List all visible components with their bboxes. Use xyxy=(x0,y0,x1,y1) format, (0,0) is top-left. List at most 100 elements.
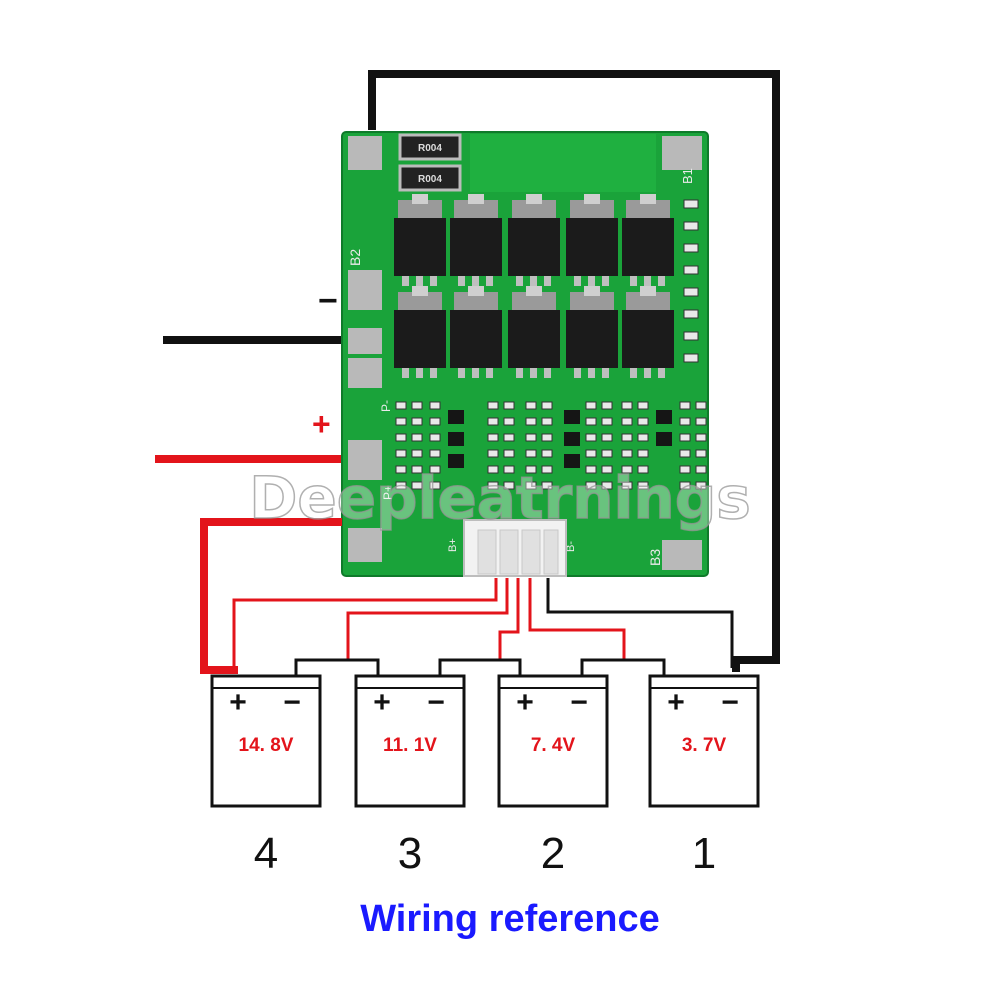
smd-part xyxy=(525,449,537,458)
pad-p-plus xyxy=(348,440,382,480)
smd-ic xyxy=(564,432,580,446)
smd-part xyxy=(695,449,707,458)
smd-part xyxy=(679,465,691,474)
battery-body xyxy=(210,674,322,808)
smd-part xyxy=(525,401,537,410)
smd-part xyxy=(679,417,691,426)
battery-minus-terminal-label: − xyxy=(283,686,301,719)
smd-part xyxy=(695,481,707,490)
smd-part xyxy=(395,417,407,426)
smd-part xyxy=(637,433,649,442)
smd-part xyxy=(585,401,597,410)
mosfet xyxy=(508,286,560,378)
b-plus-main-wire xyxy=(200,518,342,674)
smd-part xyxy=(585,433,597,442)
smd-part xyxy=(585,481,597,490)
smd-part xyxy=(429,449,441,458)
balance-wires xyxy=(232,578,734,668)
pad-top-left xyxy=(348,136,382,170)
smd-part xyxy=(621,401,633,410)
battery-plus-terminal-label: + xyxy=(667,686,685,719)
smd-part xyxy=(411,449,423,458)
smd-part xyxy=(411,401,423,410)
battery-body xyxy=(354,674,466,808)
smd-part xyxy=(525,433,537,442)
battery-4: + − 14. 8V 4 xyxy=(210,674,322,878)
pad-b2 xyxy=(348,270,382,310)
mosfet xyxy=(566,286,618,378)
smd-part xyxy=(411,481,423,490)
smd-part xyxy=(621,481,633,490)
mosfet-array xyxy=(394,194,674,378)
pad-label-b3: B3 xyxy=(647,549,663,566)
mosfet xyxy=(622,194,674,286)
smd-part xyxy=(683,265,699,275)
smd-part xyxy=(621,465,633,474)
smd-part xyxy=(601,465,613,474)
b-minus-loop-wire xyxy=(368,70,780,672)
smd-part xyxy=(679,449,691,458)
smd-part xyxy=(487,449,499,458)
battery-number-label: 1 xyxy=(692,829,716,878)
battery-1: +−3. 7V1 xyxy=(648,674,760,878)
smd-part xyxy=(429,401,441,410)
pad-label-b-minus: B- xyxy=(565,541,577,552)
smd-part xyxy=(525,417,537,426)
mosfet xyxy=(566,194,618,286)
mosfet xyxy=(450,194,502,286)
smd-part xyxy=(395,401,407,410)
balance-wire-b-plus xyxy=(232,578,498,668)
shunt-resistor-1: R004 xyxy=(398,133,462,161)
smd-ic xyxy=(448,454,464,468)
pad-label-b2: B2 xyxy=(347,249,363,266)
battery-number-label: 3 xyxy=(398,829,422,878)
smd-part xyxy=(683,287,699,297)
mosfet xyxy=(508,194,560,286)
mosfet xyxy=(622,286,674,378)
battery-3: +−11. 1V3 xyxy=(354,674,466,878)
bms-pcb: B1 B2 B3 P- P+ B+ B- R004 R004 xyxy=(341,131,709,577)
smd-part xyxy=(395,433,407,442)
shunt-resistor-2: R004 xyxy=(398,164,462,192)
svg-text:R004: R004 xyxy=(418,174,442,185)
smd-part xyxy=(679,481,691,490)
smd-part xyxy=(487,481,499,490)
smd-part xyxy=(585,465,597,474)
pad-label-b-plus: B+ xyxy=(447,538,459,552)
battery-pack: +−14. 8V4+−11. 1V3+−7. 4V2+−3. 7V1 xyxy=(210,674,760,878)
battery-plus-terminal-label: + xyxy=(229,686,247,719)
battery-voltage-label: 14. 8V xyxy=(239,735,294,756)
battery-body xyxy=(497,674,609,808)
smd-part xyxy=(395,465,407,474)
battery-voltage-label: 3. 7V xyxy=(682,735,727,756)
svg-text:R004: R004 xyxy=(418,143,442,154)
pad-p-minus-a xyxy=(348,328,382,354)
smd-part xyxy=(503,449,515,458)
smd-part xyxy=(679,433,691,442)
smd-part xyxy=(601,481,613,490)
smd-part xyxy=(525,465,537,474)
smd-part xyxy=(411,433,423,442)
smd-ic xyxy=(448,410,464,424)
smd-part xyxy=(637,465,649,474)
smd-part xyxy=(395,481,407,490)
smd-part xyxy=(503,481,515,490)
caption: Wiring reference xyxy=(360,898,660,940)
smd-part xyxy=(487,433,499,442)
series-links xyxy=(294,658,666,676)
smd-part xyxy=(601,449,613,458)
smd-part xyxy=(683,199,699,209)
mosfet xyxy=(394,194,446,286)
pad-label-p-plus: P+ xyxy=(381,485,395,500)
p-plus-output-label: + xyxy=(312,406,331,442)
battery-voltage-label: 11. 1V xyxy=(383,735,437,756)
battery-minus-terminal-label: − xyxy=(427,686,445,719)
smd-part xyxy=(621,417,633,426)
smd-part xyxy=(637,417,649,426)
smd-part xyxy=(683,309,699,319)
pad-bottom-left xyxy=(348,528,382,562)
balance-wire-b2 xyxy=(498,578,520,660)
battery-number-label: 4 xyxy=(254,829,278,878)
battery-2: +−7. 4V2 xyxy=(497,674,609,878)
